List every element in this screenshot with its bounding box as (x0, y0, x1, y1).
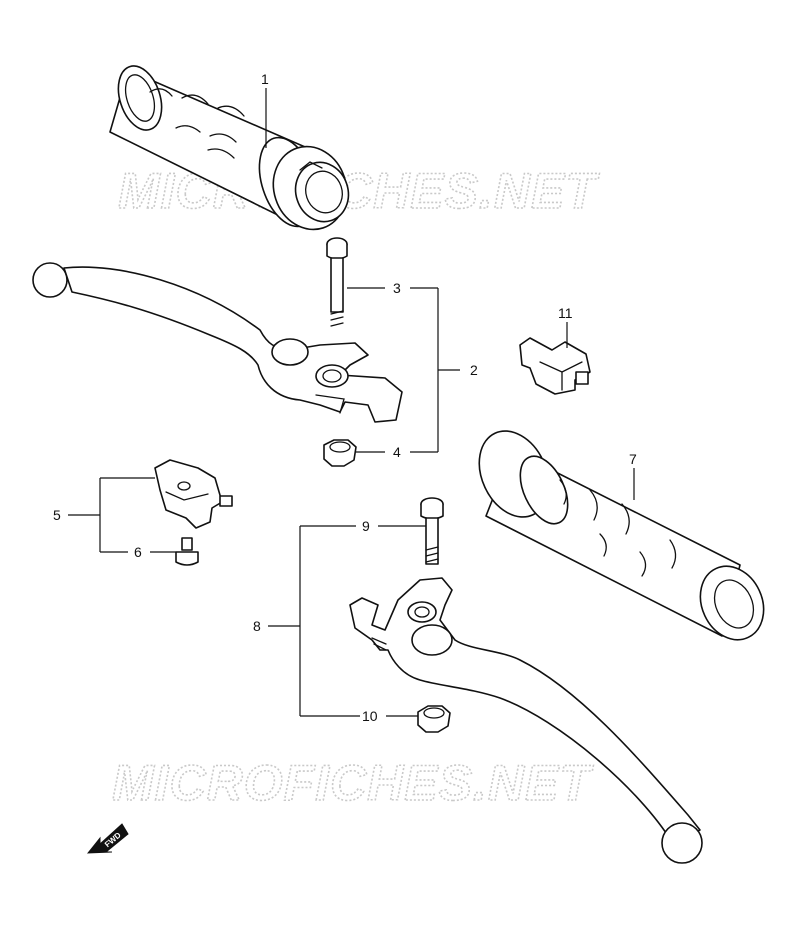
callout-8: 8 (253, 618, 261, 634)
fwd-arrow-icon: FWD (86, 823, 129, 854)
part-11-brake-switch (519, 337, 591, 395)
callout-6: 6 (134, 544, 142, 560)
part-2-brake-lever (32, 262, 403, 423)
leader-lines (68, 88, 635, 717)
part-6-screw (175, 537, 199, 566)
callout-11: 11 (558, 305, 573, 321)
callout-10: 10 (362, 708, 378, 724)
callout-4: 4 (393, 444, 401, 460)
callout-3: 3 (393, 280, 401, 296)
callout-1: 1 (261, 71, 269, 87)
part-8-clutch-lever (349, 577, 703, 864)
part-3-pivot-bolt (326, 237, 348, 327)
part-5-switch-bracket (154, 459, 233, 529)
part-1-grip-left (109, 65, 350, 231)
callout-7: 7 (629, 451, 637, 467)
part-4-nut (323, 439, 357, 467)
callout-9: 9 (362, 518, 370, 534)
part-9-pivot-bolt (420, 497, 444, 565)
callout-2: 2 (470, 362, 478, 378)
callout-5: 5 (53, 507, 61, 523)
watermark-bottom: MICROFICHES.NET (112, 755, 594, 811)
part-7-grip-right (478, 430, 765, 641)
part-10-nut (417, 705, 451, 733)
